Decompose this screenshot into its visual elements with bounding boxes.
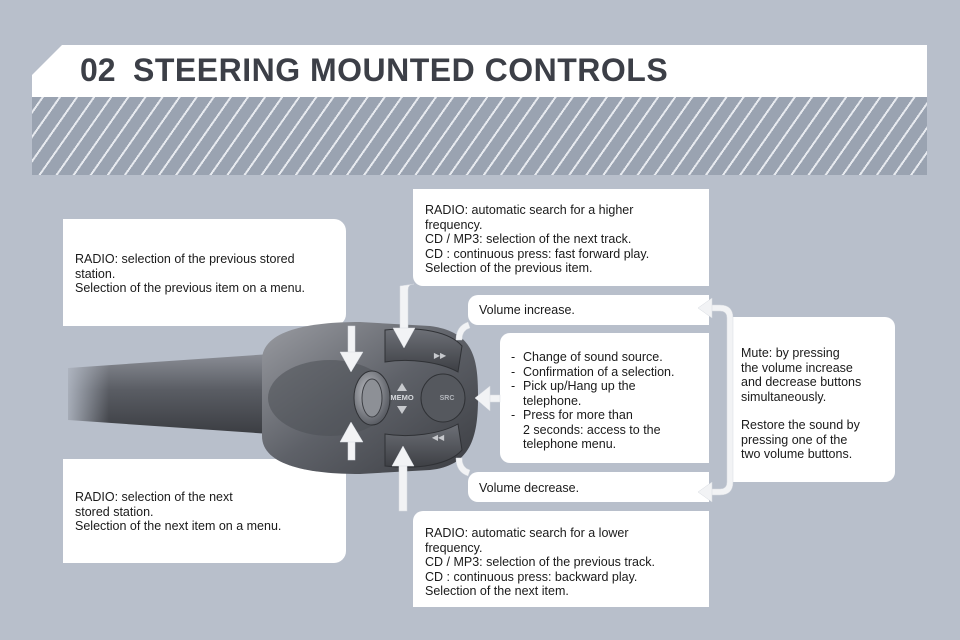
- callout-previous-station: RADIO: selection of the previous stored …: [63, 219, 346, 326]
- callout-line: CD : continuous press: fast forward play…: [425, 246, 650, 261]
- callout-line: Restore the sound by: [741, 418, 860, 432]
- striped-banner: [32, 97, 927, 175]
- src-button: [420, 373, 466, 423]
- callout-line: RADIO: automatic search for a higher: [425, 203, 634, 217]
- src-label: SRC: [440, 395, 455, 402]
- callout-line: Selection of the previous item.: [425, 261, 593, 275]
- memo-label: MEMO: [390, 393, 413, 402]
- list-item: Pick up/Hang up the telephone.: [505, 379, 709, 408]
- callout-search-higher: RADIO: automatic search for a higher fre…: [413, 189, 709, 286]
- page-title: STEERING MOUNTED CONTROLS: [133, 52, 669, 88]
- callout-line: RADIO: selection of the next: [75, 490, 233, 504]
- callout-line: two volume buttons.: [741, 447, 853, 461]
- title-bar: [32, 45, 927, 97]
- callout-line: RADIO: automatic search for a lower: [425, 526, 629, 540]
- callout-line: Selection of the next item.: [425, 584, 569, 598]
- list-item: Confirmation of a selection.: [505, 365, 709, 380]
- prev-glyph: ◀◀: [432, 433, 445, 442]
- callout-volume-increase: Volume increase.: [468, 295, 709, 325]
- callout-line: and decrease buttons: [741, 375, 862, 389]
- callout-line: Selection of the next item on a menu.: [75, 519, 282, 533]
- callout-line: CD / MP3: selection of the next track.: [425, 232, 632, 246]
- callout-next-station: RADIO: selection of the next stored stat…: [63, 459, 346, 563]
- callout-line: Selection of the previous item on a menu…: [75, 281, 305, 295]
- callout-line: simultaneously.: [741, 389, 827, 404]
- callout-line: stored station.: [75, 504, 154, 519]
- callout-line: frequency.: [425, 217, 483, 232]
- chapter-number: 02: [80, 52, 116, 88]
- list-item: Change of sound source.: [505, 350, 709, 365]
- callout-line: Mute: by pressing: [741, 346, 840, 360]
- callout-source-button: Change of sound source. Confirmation of …: [500, 333, 709, 463]
- callout-line: CD / MP3: selection of the previous trac…: [425, 555, 655, 569]
- callout-line: station.: [75, 266, 116, 281]
- callout-line: RADIO: selection of the previous stored: [75, 252, 295, 266]
- callout-line: Volume decrease.: [479, 481, 580, 495]
- callout-line: the volume increase: [741, 360, 853, 375]
- callout-search-lower: RADIO: automatic search for a lower freq…: [413, 511, 709, 607]
- list-item: Press for more than 2 seconds: access to…: [505, 408, 709, 452]
- callout-line: pressing one of the: [741, 432, 848, 447]
- callout-line: Volume increase.: [479, 303, 575, 317]
- next-glyph: ▶▶: [434, 351, 447, 360]
- callout-mute: Mute: by pressing the volume increase an…: [731, 317, 895, 482]
- callout-volume-decrease: Volume decrease.: [468, 472, 709, 502]
- callout-line: frequency.: [425, 540, 483, 555]
- callout-line: CD : continuous press: backward play.: [425, 569, 638, 584]
